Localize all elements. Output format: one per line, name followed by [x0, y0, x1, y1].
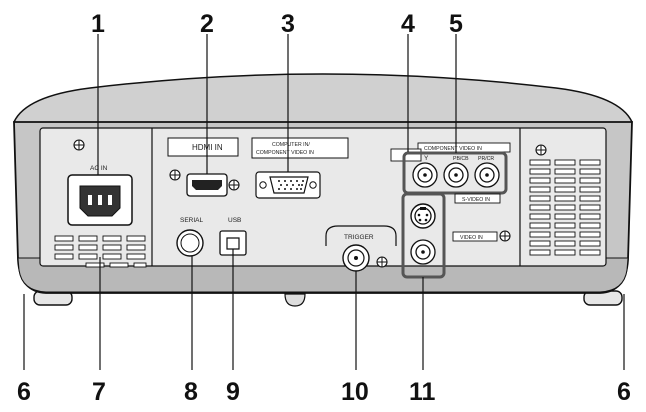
pb-cb-label: PB/CB — [453, 156, 469, 162]
component-video-in-label: COMPONENT VIDEO IN — [424, 146, 482, 152]
serial-label: SERIAL — [180, 217, 204, 224]
callout-3: 3 — [281, 10, 295, 38]
callout-6-right: 6 — [617, 378, 631, 406]
top-cover — [13, 73, 633, 135]
computer-in-label-box — [251, 137, 349, 159]
rca-y-port[interactable] — [412, 162, 438, 188]
callout-1: 1 — [91, 10, 105, 38]
serial-port[interactable] — [176, 229, 204, 257]
rca-pr-port[interactable] — [474, 162, 500, 188]
callout-4: 4 — [401, 10, 415, 38]
computer-in-label-line1: COMPUTER IN/ — [272, 142, 310, 148]
screw-icon — [228, 179, 240, 191]
callout-10: 10 — [341, 378, 369, 406]
right-vent-grille — [529, 159, 601, 256]
projector-body — [13, 73, 633, 294]
s-video-in-label: S-VIDEO IN — [462, 197, 490, 203]
callout-9: 9 — [226, 378, 240, 406]
hdmi-mount-screws — [228, 179, 240, 191]
trigger-label: TRIGGER — [344, 234, 374, 241]
hdmi-port[interactable] — [186, 173, 228, 197]
callout-7: 7 — [92, 378, 106, 406]
y-label: Y — [424, 155, 429, 162]
ac-in-label: AC IN — [90, 165, 108, 172]
s-video-label-box — [454, 193, 501, 204]
foot-center — [284, 293, 306, 307]
callout-numbers: 1 2 3 4 5 6 7 8 9 10 11 6 — [17, 10, 631, 406]
screw-icon — [499, 230, 511, 242]
screw-icon — [376, 256, 388, 268]
rear-panel — [39, 127, 607, 267]
screw-icon — [73, 139, 85, 151]
computer-in-label-line2: COMPONENT VIDEO IN — [256, 150, 314, 156]
screw-icon — [169, 169, 181, 181]
s-video-port[interactable] — [410, 203, 436, 229]
video-in-label: VIDEO IN — [460, 235, 483, 241]
component-video-highlight-box — [402, 151, 508, 195]
screw-icon — [535, 144, 547, 156]
trigger-port[interactable] — [342, 244, 370, 272]
left-vent-grille — [54, 235, 147, 268]
pr-cr-label: PR/CR — [478, 156, 494, 162]
callout-leader-lines — [23, 34, 625, 370]
callout-2: 2 — [200, 10, 214, 38]
video-in-label-box — [452, 231, 498, 242]
ac-in-socket[interactable] — [67, 174, 133, 226]
hdmi-label-box — [167, 137, 239, 157]
video-in-port[interactable] — [410, 239, 436, 265]
computer-in-dsub-port[interactable] — [255, 171, 321, 199]
callout-5: 5 — [449, 10, 463, 38]
callout-6-left: 6 — [17, 378, 31, 406]
callout-11: 11 — [409, 378, 436, 406]
callout-8: 8 — [184, 378, 198, 406]
usb-label: USB — [228, 217, 241, 224]
trigger-recess — [325, 225, 397, 246]
rca-pb-port[interactable] — [443, 162, 469, 188]
